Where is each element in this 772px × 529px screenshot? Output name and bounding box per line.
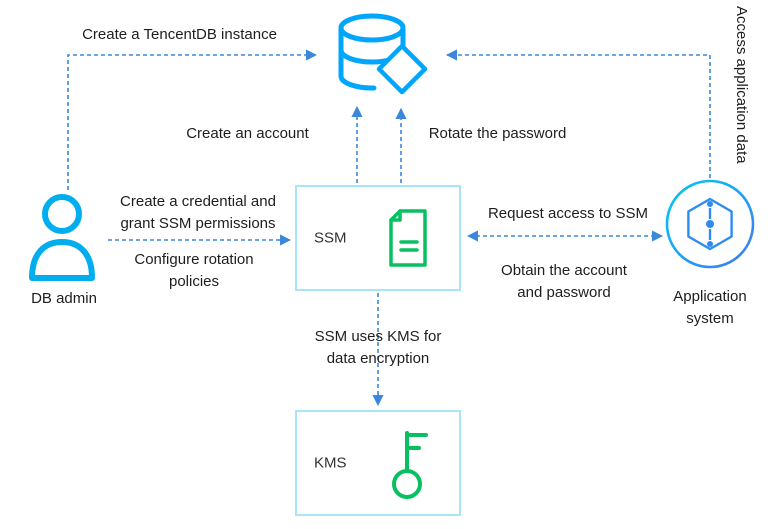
label-request-access-to-ssm: Request access to SSM: [487, 205, 649, 222]
label-configure-rotation-policies: Configure rotation policies: [134, 251, 254, 290]
label-create-tencentdb-instance: Create a TencentDB instance: [82, 26, 277, 43]
db-admin-icon: [29, 194, 95, 281]
kms-key-icon: [392, 431, 428, 499]
application-system-icon: [665, 179, 755, 269]
label-rotate-the-password: Rotate the password: [428, 125, 567, 142]
label-application-system: Application system: [673, 288, 747, 327]
arrow-create-tencentdb-instance: [67, 49, 318, 190]
arrow-access-application-data: [445, 49, 711, 178]
label-obtain-account-password: Obtain the account and password: [501, 262, 627, 301]
label-create-an-account: Create an account: [186, 125, 309, 142]
ssm-box: SSM: [295, 185, 461, 291]
database-cube-glyph: [376, 43, 428, 95]
label-ssm-uses-kms: SSM uses KMS for data encryption: [314, 328, 442, 367]
label-access-application-data: Access application data: [733, 6, 750, 164]
kms-box: KMS: [295, 410, 461, 516]
tencentdb-database-icon: [338, 13, 428, 95]
ssm-label: SSM: [314, 229, 347, 247]
kms-label: KMS: [314, 454, 347, 472]
credential-document-icon: [389, 209, 427, 267]
label-db-admin: DB admin: [31, 290, 97, 307]
label-create-credential: Create a credential and grant SSM permis…: [120, 193, 276, 232]
